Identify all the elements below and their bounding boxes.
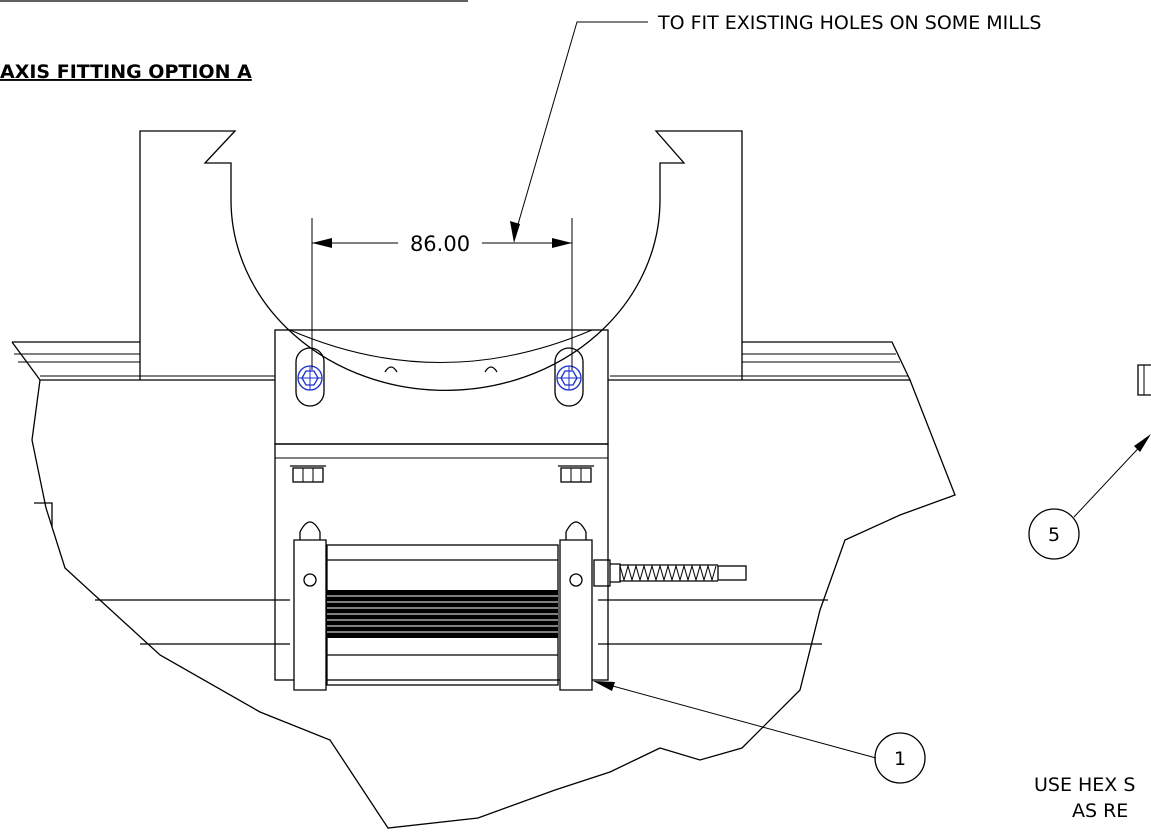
bottom-note-line2: AS RE bbox=[1072, 800, 1128, 822]
balloon-5-label: 5 bbox=[1048, 524, 1060, 546]
bolt-heads bbox=[290, 465, 594, 483]
slotted-hole-right bbox=[554, 347, 584, 407]
bottom-note-line1: USE HEX S bbox=[1034, 774, 1135, 796]
balloon-1-label: 1 bbox=[894, 748, 906, 770]
dimension-86: 86.00 bbox=[311, 218, 573, 370]
balloon-5: 5 bbox=[1028, 364, 1151, 560]
top-note: TO FIT EXISTING HOLES ON SOME MILLS bbox=[657, 12, 1041, 34]
view-title: AXIS FITTING OPTION A bbox=[0, 61, 252, 83]
clamp-plate bbox=[274, 329, 609, 681]
slotted-hole-left bbox=[295, 347, 325, 407]
column-yoke bbox=[139, 130, 743, 392]
machine-body-outline bbox=[11, 341, 956, 829]
dimension-value: 86.00 bbox=[410, 232, 470, 256]
balloon-1: 1 bbox=[593, 681, 926, 784]
top-note-leader: TO FIT EXISTING HOLES ON SOME MILLS bbox=[510, 12, 1041, 243]
leadscrew-assembly bbox=[293, 521, 747, 691]
